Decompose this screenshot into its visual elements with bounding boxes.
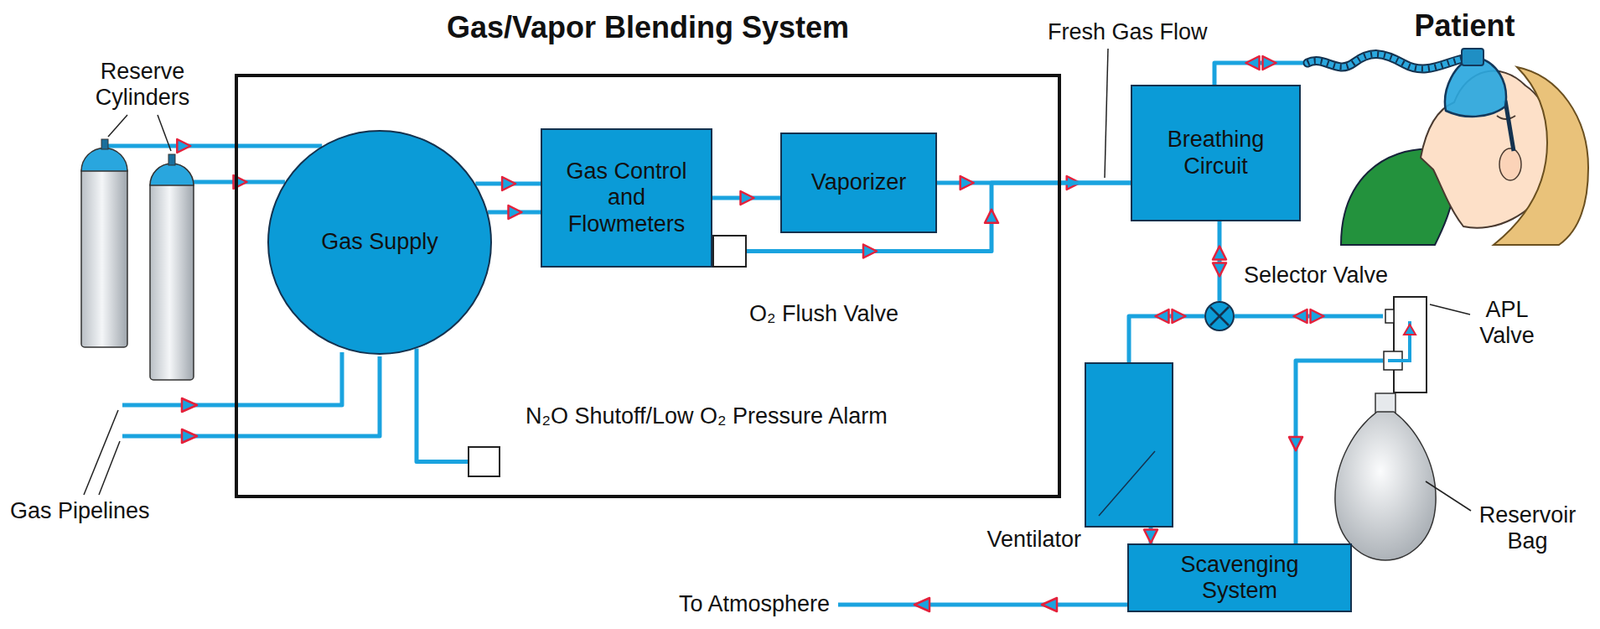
arrowhead xyxy=(1294,309,1308,323)
apl-valve-drawing xyxy=(1382,295,1435,394)
selector-valve: Selector Valve xyxy=(1204,300,1235,332)
arrowhead xyxy=(181,398,197,412)
arrowhead xyxy=(1289,436,1303,451)
flow-line xyxy=(1234,314,1383,319)
ventilator-box: Ventilator xyxy=(1084,362,1174,528)
selector-valve-drawing xyxy=(1206,302,1237,333)
node-label: Vaporizer xyxy=(811,169,907,196)
arrowhead xyxy=(176,139,191,153)
arrowhead xyxy=(1172,309,1186,323)
process-box: Gas Control and Flowmeters xyxy=(540,128,713,268)
flow-connector xyxy=(1212,221,1227,301)
flow-connector xyxy=(712,191,781,205)
leader-line xyxy=(83,409,119,495)
flow-connector xyxy=(475,176,541,191)
arrowhead xyxy=(1310,309,1325,323)
part-label: N₂O Shutoff/Low O₂ Pressure Alarm xyxy=(525,403,888,430)
arrowhead xyxy=(1144,529,1158,544)
gas-cylinder-group: Reserve Cylinders xyxy=(75,58,210,386)
patient-figure: Patient xyxy=(1307,8,1597,248)
system-frame: Gas Supply Gas Control and Flowmeters Vapo… xyxy=(234,73,1062,498)
arrowhead xyxy=(1212,246,1227,260)
flow-line xyxy=(108,144,322,149)
arrowhead xyxy=(1246,56,1260,70)
node-label: Breathing Circuit xyxy=(1150,126,1281,179)
edge-label: Fresh Gas Flow xyxy=(1047,19,1208,46)
apl-valve: APL Valve xyxy=(1382,295,1435,394)
frame-heading: Gas/Vapor Blending System xyxy=(238,10,1058,45)
alarm-square: N₂O Shutoff/Low O₂ Pressure Alarm xyxy=(467,445,501,477)
patient-heading: Patient xyxy=(1332,8,1597,43)
arrowhead xyxy=(1263,56,1277,70)
flow-connector xyxy=(487,205,541,219)
arrowhead xyxy=(1212,263,1227,277)
part-label: Reservoir Bag xyxy=(1475,502,1580,555)
leader-line xyxy=(98,440,120,495)
flow-connector xyxy=(108,139,322,153)
reservoir-bag: Reservoir Bag xyxy=(1331,393,1440,562)
arrowhead xyxy=(502,176,516,191)
flow-connector xyxy=(1234,309,1383,323)
part-label: Gas Pipelines xyxy=(10,497,151,524)
leader-line xyxy=(1104,48,1109,178)
flow-line xyxy=(1214,62,1308,85)
part-label: To Atmosphere xyxy=(645,590,830,617)
part-label: APL Valve xyxy=(1473,296,1541,349)
arrowhead xyxy=(1041,597,1057,612)
part-label: Selector Valve xyxy=(1243,262,1388,289)
part-label: Reserve Cylinders xyxy=(88,58,197,111)
arrowhead xyxy=(740,191,755,205)
node-label: Gas Supply xyxy=(321,228,439,255)
arrowhead xyxy=(508,205,523,219)
flow-connector xyxy=(193,175,285,189)
supply-circle: Gas Supply xyxy=(267,129,492,355)
flow-line xyxy=(416,348,468,462)
arrowhead xyxy=(914,597,930,612)
patient-figure-drawing xyxy=(1307,8,1597,248)
process-box: Breathing Circuit xyxy=(1130,84,1301,222)
flow-line xyxy=(1217,221,1223,301)
part-label: Ventilator xyxy=(972,526,1082,553)
process-box: Vaporizer xyxy=(780,132,938,234)
valve-square: O₂ Flush Valve xyxy=(712,234,747,268)
flow-line xyxy=(1128,315,1205,363)
node-label: Gas Control and Flowmeters xyxy=(557,158,696,237)
part-label: O₂ Flush Valve xyxy=(749,300,899,327)
arrowhead xyxy=(960,176,974,190)
arrowhead xyxy=(984,209,999,223)
arrowhead xyxy=(1155,309,1170,323)
arrowhead xyxy=(863,244,877,259)
exhaust-line xyxy=(838,602,1128,607)
flow-connector xyxy=(1214,56,1308,85)
flow-connector xyxy=(1144,527,1158,544)
ventilator-box-drawing xyxy=(1086,363,1176,529)
node-label: Scavenging System xyxy=(1168,551,1311,604)
process-box: Scavenging System xyxy=(1127,543,1352,612)
flow-connector xyxy=(1128,309,1205,363)
arrowhead xyxy=(181,429,197,443)
flow-connector xyxy=(416,348,468,462)
reservoir-bag-drawing xyxy=(1331,393,1440,562)
